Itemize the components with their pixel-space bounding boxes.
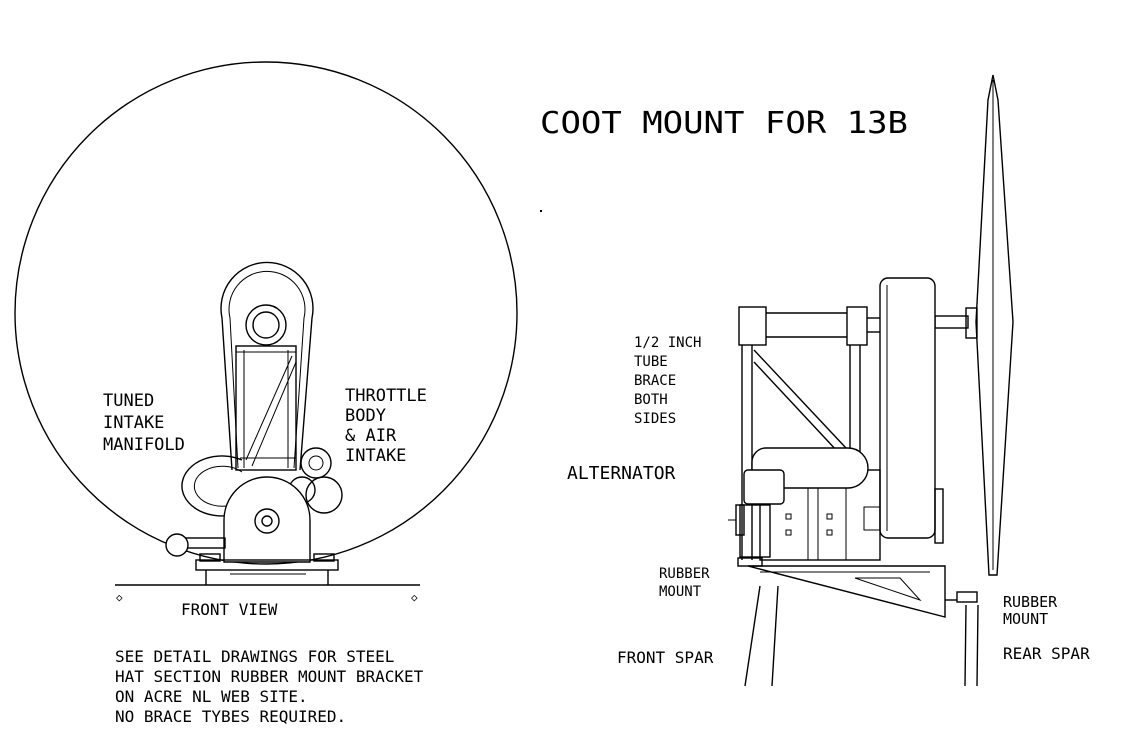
front-rubber-mount-label: RUBBER MOUNT: [659, 566, 718, 600]
front-rubber-mount-pad: [737, 557, 763, 567]
stray-dot: [540, 210, 542, 212]
oil-filter-tube: [184, 537, 226, 549]
frame-diagonal-2: [251, 361, 297, 467]
throttle-body-circle: [300, 447, 332, 479]
intake-manifold-loop: [181, 455, 243, 517]
mount-base-plate: [195, 559, 339, 571]
left-marker-icon: ◇: [116, 591, 123, 604]
belt-drive-inner: [228, 270, 306, 469]
front-spar-label: FRONT SPAR: [617, 648, 714, 667]
pulley-rear-flange: [934, 488, 944, 544]
front-tube-frame: [235, 345, 297, 471]
upper-pulley-hub: [252, 311, 280, 339]
eccentric-shaft-outer: [254, 508, 280, 534]
front-spar-right: [771, 585, 779, 687]
front-view: ◇ ◇ TUNED INTAKE MANIFOLD THROTTLE BODY …: [14, 61, 518, 619]
rear-spar-left: [964, 604, 967, 687]
eccentric-shaft-inner: [261, 515, 273, 527]
belt-drive-outline: [220, 261, 314, 471]
prop-hub: [965, 307, 978, 339]
throttle-body-label: THROTTLE BODY & AIR INTAKE: [345, 386, 437, 466]
drawing-title: COOT MOUNT FOR 13B: [540, 106, 908, 141]
alternator-label: ALTERNATOR: [567, 463, 676, 484]
alternator-bracket: [739, 504, 771, 558]
propeller-blade-side: [975, 74, 1014, 576]
right-rubber-mount: [313, 553, 335, 562]
engine-bolt-4: [826, 529, 833, 536]
propeller-disk-circle: [14, 61, 518, 565]
hat-section-bracket: [747, 565, 946, 618]
rear-rubber-mount-label: RUBBER MOUNT: [1003, 593, 1066, 628]
right-marker-icon: ◇: [411, 591, 418, 604]
front-view-caption: FRONT VIEW: [181, 600, 278, 619]
rear-spar-label: REAR SPAR: [1003, 644, 1090, 663]
engine-bolt-3: [826, 513, 833, 520]
tuned-intake-label: TUNED INTAKE MANIFOLD: [103, 391, 185, 455]
engine-bolt-1: [785, 513, 792, 520]
frame-diagonal-1: [245, 355, 293, 461]
tube-brace-diagonal-a: [753, 349, 847, 449]
engine-housing: [223, 476, 311, 563]
reduction-drive-pulley: [879, 277, 936, 539]
intake-manifold-inner: [193, 465, 243, 507]
engine-rear-plate: [863, 506, 881, 531]
bracket-lightening-hole: [854, 577, 922, 602]
side-view: 1/2 INCH TUBE BRACE BOTH SIDES ALTERNATO…: [567, 74, 1090, 687]
detail-note: SEE DETAIL DRAWINGS FOR STEEL HAT SECTIO…: [115, 647, 433, 726]
air-intake-circle-1: [305, 476, 343, 514]
throttle-body-bore: [308, 455, 324, 471]
alternator-body: [743, 469, 785, 505]
rear-spar-right: [976, 604, 979, 687]
oil-filter-canister: [165, 533, 189, 557]
upper-pulley: [245, 304, 287, 346]
frame-upper-rear-block: [846, 306, 868, 346]
rear-rubber-mount-pad: [956, 591, 978, 603]
frame-upper-front-block: [738, 306, 767, 346]
front-spar-left: [744, 585, 761, 687]
tube-brace-diagonal-b: [753, 361, 839, 453]
engine-bolt-2: [785, 529, 792, 536]
left-rubber-mount: [199, 553, 221, 562]
prop-shaft: [934, 315, 969, 329]
tube-brace-label: 1/2 INCH TUBE BRACE BOTH SIDES: [634, 335, 710, 427]
